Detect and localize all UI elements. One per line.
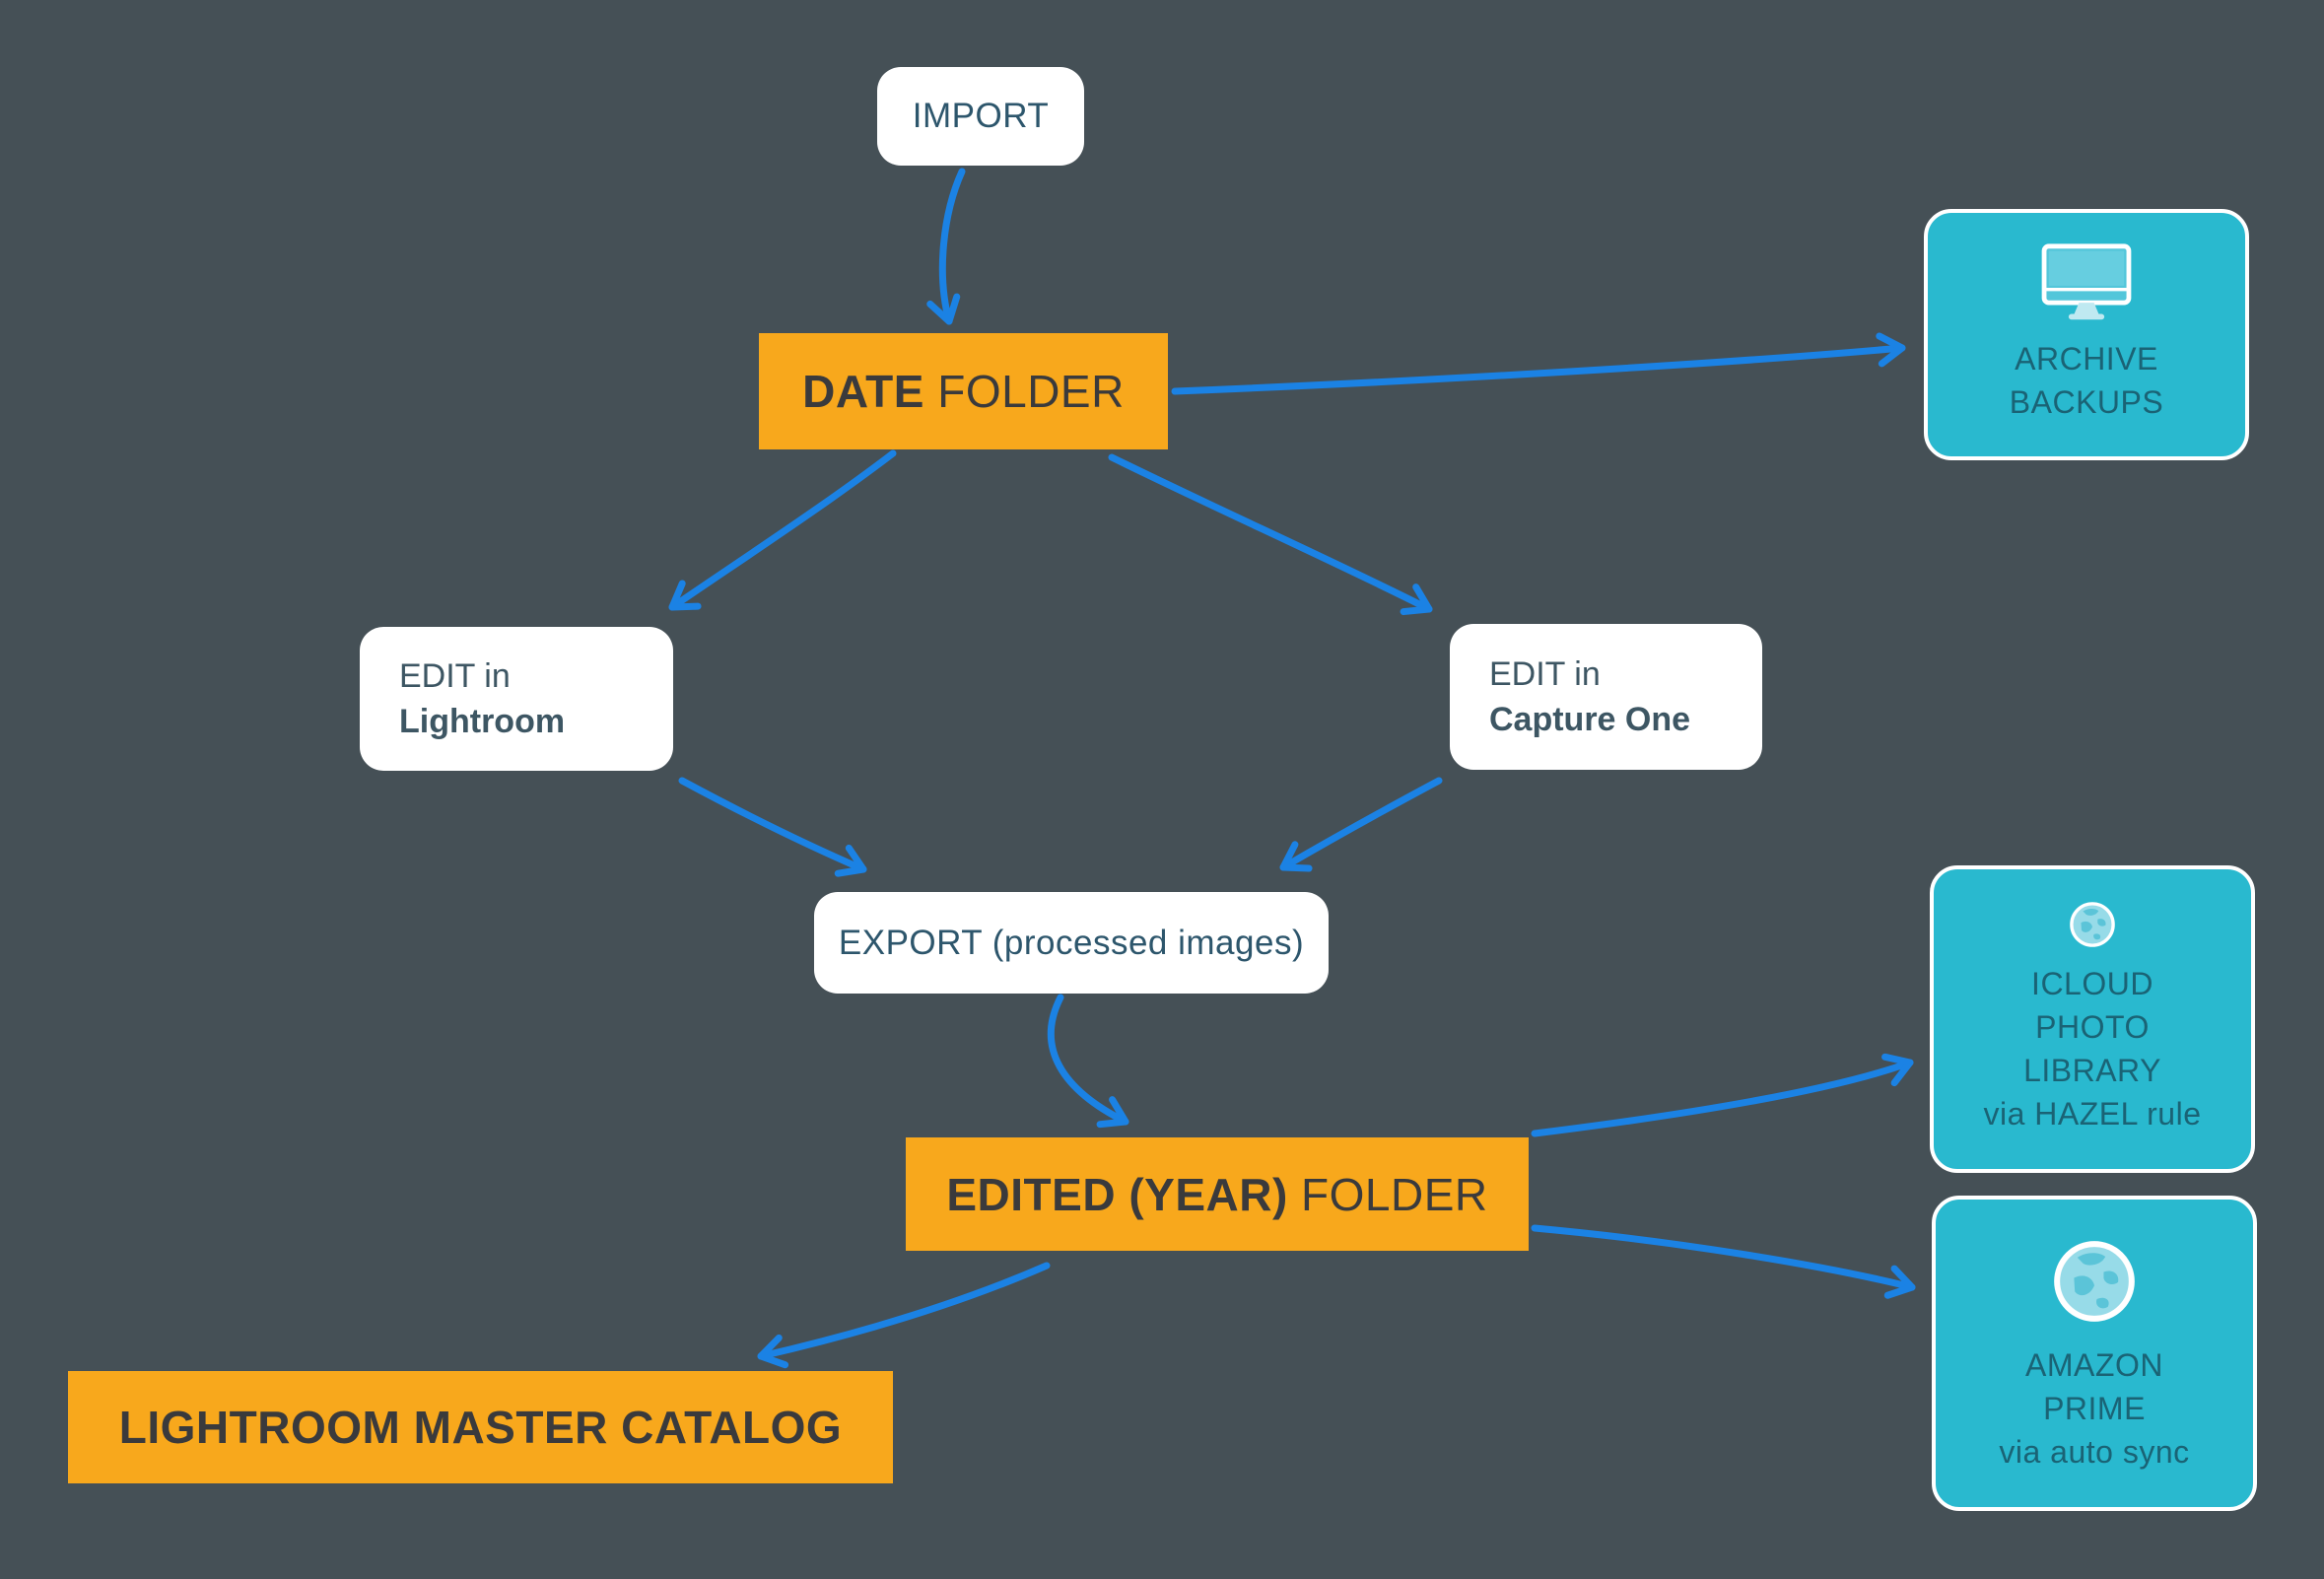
icloud-line-1: ICLOUD (2031, 966, 2153, 1001)
node-edit-capture-one: EDIT in Capture One (1450, 624, 1762, 770)
arrow-edit-capture-one-to-export (1279, 777, 1443, 872)
arrow-date-folder-to-edit-capture-one (1108, 453, 1433, 616)
arrow-import-to-date-folder (926, 168, 966, 325)
arrow-date-folder-to-archive-backups (1171, 332, 1906, 395)
arrow-export-to-edited-year-folder (1048, 994, 1129, 1129)
node-amazon-prime: AMAZON PRIME via auto sync (1932, 1196, 2257, 1511)
archive-line-1: ARCHIVE (2015, 341, 2158, 377)
monitor-icon (2039, 242, 2134, 325)
node-icloud-photo-library: ICLOUD PHOTO LIBRARY via HAZEL rule (1930, 865, 2255, 1173)
arrow-edited-year-folder-to-icloud-photo-library (1531, 1053, 1914, 1137)
amazon-line-3: via auto sync (1999, 1434, 2190, 1470)
icloud-line-4: via HAZEL rule (1983, 1096, 2202, 1132)
edit-lightroom-line-2: Lightroom (399, 703, 566, 740)
date-folder-label: DATE FOLDER (802, 366, 1125, 417)
node-edited-year-folder: EDITED (YEAR) FOLDER (906, 1137, 1529, 1251)
arrow-edited-year-folder-to-lightroom-master-catalog (757, 1262, 1051, 1369)
icloud-line-2: PHOTO (2035, 1009, 2150, 1045)
arrow-edited-year-folder-to-amazon-prime (1531, 1224, 1916, 1299)
amazon-prime-label: AMAZON PRIME via auto sync (1999, 1343, 2189, 1474)
node-archive-backups: ARCHIVE BACKUPS (1924, 209, 2249, 460)
node-import: IMPORT (877, 67, 1084, 166)
edit-capture-one-label: EDIT in Capture One (1489, 652, 1690, 742)
node-lightroom-master-catalog: LIGHTROOM MASTER CATALOG (68, 1371, 893, 1483)
globe-icon (2069, 901, 2116, 948)
node-date-folder: DATE FOLDER (759, 333, 1168, 449)
edited-year-folder-label: EDITED (YEAR) FOLDER (946, 1168, 1488, 1220)
lightroom-master-catalog-label: LIGHTROOM MASTER CATALOG (118, 1402, 843, 1453)
node-export: EXPORT (processed images) (814, 892, 1329, 994)
globe-icon (2052, 1239, 2137, 1324)
archive-backups-label: ARCHIVE BACKUPS (2010, 337, 2163, 424)
edit-lightroom-label: EDIT in Lightroom (399, 653, 565, 744)
edit-capture-one-line-1: EDIT in (1489, 655, 1601, 693)
import-label: IMPORT (912, 97, 1050, 135)
node-edit-lightroom: EDIT in Lightroom (360, 627, 673, 771)
edit-capture-one-line-2: Capture One (1489, 701, 1691, 738)
export-label: EXPORT (processed images) (838, 923, 1305, 962)
icloud-photo-library-label: ICLOUD PHOTO LIBRARY via HAZEL rule (1984, 962, 2202, 1135)
amazon-line-1: AMAZON (2025, 1347, 2163, 1383)
icloud-line-3: LIBRARY (2023, 1053, 2161, 1088)
archive-line-2: BACKUPS (2009, 384, 2164, 420)
amazon-line-2: PRIME (2043, 1391, 2146, 1426)
edit-lightroom-line-1: EDIT in (399, 657, 511, 695)
arrow-edit-lightroom-to-export (678, 777, 867, 877)
arrow-date-folder-to-edit-lightroom (668, 449, 897, 611)
